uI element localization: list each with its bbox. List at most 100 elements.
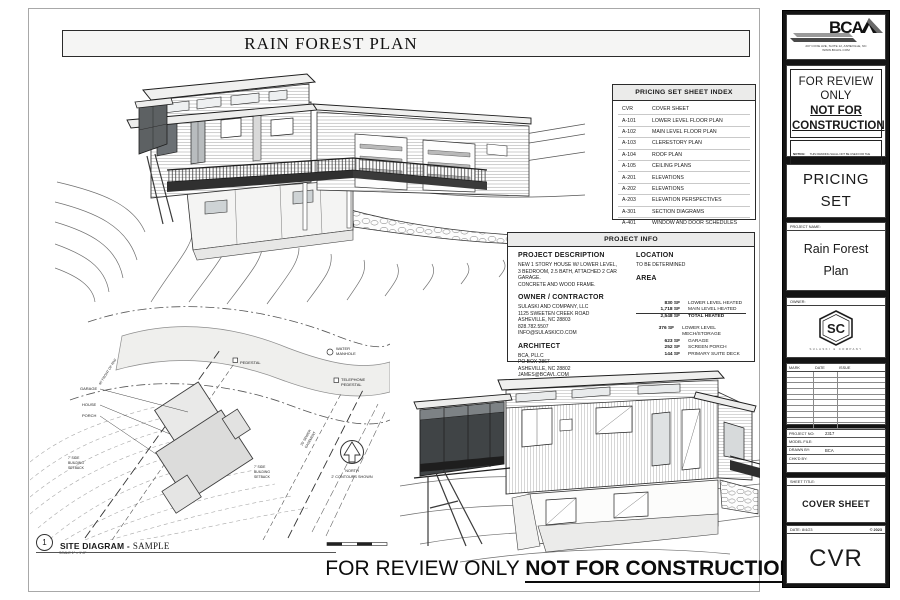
revision-row — [787, 372, 885, 378]
garage-window — [486, 143, 508, 157]
sheet-index-header: PRICING SET SHEET INDEX — [613, 85, 755, 101]
clerestory-window — [268, 89, 288, 102]
site-diagram-label: SITE DIAGRAM - — [60, 541, 130, 551]
svg-text:7' SIDE: 7' SIDE — [68, 456, 80, 460]
owner-label: OWNER: — [786, 297, 886, 306]
svg-text:BUILDING: BUILDING — [254, 470, 270, 474]
foundation — [192, 229, 354, 261]
svg-text:7' SIDE: 7' SIDE — [254, 465, 266, 469]
titleblock: BCA 207 COXE AVE, SUITE 12, ASHEVILLE, N… — [782, 10, 890, 588]
sheet-number-block: CVR — [786, 534, 886, 584]
lower-window — [204, 199, 228, 215]
sheet-title-block: COVER SHEET — [786, 486, 886, 523]
deck-band — [167, 170, 353, 192]
svg-text:BCA: BCA — [829, 18, 864, 37]
contours-label: 2' CONTOURS SHOWN — [331, 475, 372, 479]
mid-roof-right — [312, 103, 532, 125]
revision-row — [787, 383, 885, 390]
porch-roof — [413, 393, 513, 410]
revision-row — [787, 389, 885, 395]
foundation — [537, 513, 719, 553]
revision-row — [787, 400, 885, 407]
site-scale-note: SCALE 1" = 1'-0" — [59, 551, 87, 555]
location-heading: LOCATION — [636, 252, 674, 259]
date-strip: DATE: 8/4/23 © 2023 — [786, 525, 886, 534]
stilts — [427, 470, 483, 547]
svg-text:SETBACK: SETBACK — [68, 466, 85, 470]
row-lines — [69, 306, 390, 425]
house-perspective-drawing-2 — [400, 370, 760, 563]
stone-wall — [719, 479, 759, 515]
copyright: © 2023 — [869, 527, 882, 532]
wing-roof — [693, 391, 757, 413]
field-row: MODEL FILE: — [787, 438, 885, 447]
set-name-block: PRICING SET — [786, 164, 886, 218]
clerestory-window — [230, 92, 260, 106]
graphic-scale-bar — [326, 542, 388, 546]
svg-text:TELEPHONE: TELEPHONE — [341, 377, 366, 382]
pedestal-symbol — [232, 357, 238, 363]
footer-review-notice: FOR REVIEW ONLY NOT FOR CONSTRUCTION — [300, 557, 820, 583]
description-heading: PROJECT DESCRIPTION — [518, 252, 605, 259]
stone-wall — [350, 209, 524, 245]
clerestory-roof — [497, 370, 726, 391]
upper-roof — [142, 73, 317, 101]
main-window — [270, 117, 294, 137]
svg-text:MANHOLE: MANHOLE — [336, 351, 356, 356]
svg-text:WATER: WATER — [336, 346, 350, 351]
revision-row — [787, 377, 885, 384]
contour-lines — [30, 406, 309, 540]
owner-logo-block: SC SULASKI & COMPANY — [786, 306, 886, 358]
house-label: HOUSE — [82, 402, 97, 407]
architect-heading: ARCHITECT — [518, 342, 561, 350]
title-banner: RAIN FOREST PLAN — [62, 30, 750, 57]
field-row: DRAWN BY:BCA — [787, 447, 885, 456]
owner-heading: OWNER / CONTRACTOR — [518, 294, 604, 301]
review-stamp-block: FOR REVIEW ONLY NOT FOR CONSTRUCTION NOT… — [786, 65, 886, 217]
telephone-symbol — [333, 377, 339, 383]
drawing-area-border — [28, 8, 760, 592]
architect-website: WWW.BCAVL.COM — [822, 47, 850, 52]
revision-row — [787, 423, 885, 429]
manhole-symbol — [326, 348, 334, 356]
page-title: RAIN FOREST PLAN — [244, 33, 418, 53]
site-diagram-sample: SAMPLE — [132, 541, 170, 551]
cantilever-roof — [134, 97, 174, 109]
area-heading: AREA — [636, 274, 657, 282]
sheet-number: CVR — [809, 544, 863, 572]
corner-wedge — [511, 493, 541, 551]
clerestory-window — [637, 383, 681, 395]
stilts — [146, 153, 174, 225]
site-diagram-title: 1 SITE DIAGRAM - SAMPLE — [36, 534, 336, 553]
revision-header: MARK DATE ISSUE — [787, 364, 885, 372]
pedestal-label: PEDESTAL — [240, 360, 261, 365]
property-lines — [84, 349, 387, 540]
svg-text:SETBACK: SETBACK — [254, 475, 271, 479]
architect-address: 207 COXE AVE, SUITE 12, ASHEVILLE, NC — [805, 44, 867, 48]
sheet-fields-block: PROJECT NO:2317 MODEL FILE: DRAWN BY:BCA… — [786, 429, 886, 473]
bca-logo: BCA — [790, 18, 883, 42]
front-rw-label: 45' FRONT OF R/W — [98, 357, 118, 385]
window — [559, 418, 573, 432]
project-info-panel: PROJECT INFO PROJECT DESCRIPTION NEW 1 S… — [507, 232, 755, 378]
revision-row — [787, 406, 885, 412]
sulaski-logo: SC — [819, 310, 853, 346]
entry-panel — [252, 110, 262, 162]
house-footprint — [154, 381, 254, 514]
north-label: NORTH — [345, 469, 359, 473]
north-arrow-icon — [340, 440, 364, 464]
footer-review-text: FOR REVIEW ONLY — [325, 557, 526, 580]
clerestory-window — [515, 390, 557, 403]
